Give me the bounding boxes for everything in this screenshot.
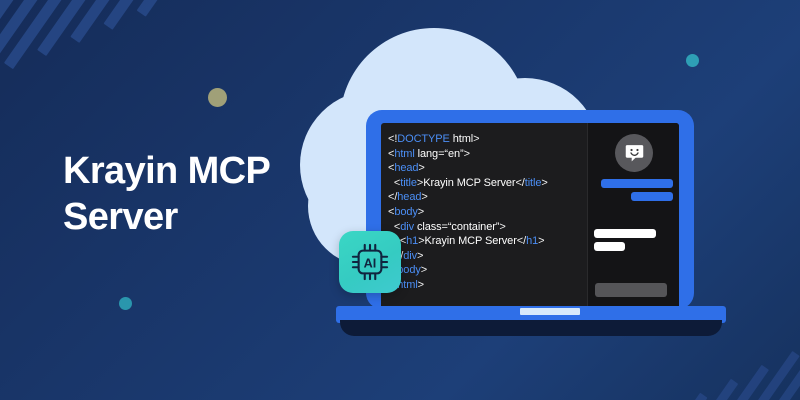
code-line: </div> bbox=[388, 249, 587, 264]
code-token: > bbox=[463, 147, 470, 160]
page-title: Krayin MCP Server bbox=[63, 150, 270, 238]
code-token: > bbox=[417, 278, 424, 291]
code-token: > bbox=[418, 162, 425, 175]
code-token: </ bbox=[388, 191, 398, 204]
code-line: <!DOCTYPE html> bbox=[388, 132, 587, 147]
code-token: html bbox=[397, 278, 418, 291]
code-token: > bbox=[416, 176, 424, 189]
code-token: </ bbox=[515, 176, 525, 189]
code-token: lang=“en” bbox=[414, 147, 464, 160]
code-token: body bbox=[397, 264, 421, 277]
laptop-frame: <!DOCTYPE html><html lang=“en”><head> <t… bbox=[368, 112, 692, 307]
code-token: < bbox=[399, 235, 407, 248]
code-token: > bbox=[473, 133, 480, 145]
code-line: </body> bbox=[388, 263, 587, 278]
code-line: <head> bbox=[388, 161, 587, 176]
code-token: < bbox=[388, 205, 395, 218]
teal-dot-top-right bbox=[686, 54, 699, 67]
chat-message-incoming bbox=[594, 242, 625, 251]
code-token: head bbox=[397, 191, 422, 204]
code-token: < bbox=[388, 147, 395, 160]
chat-smiley-icon bbox=[615, 134, 653, 172]
teal-dot-left bbox=[119, 297, 132, 310]
code-token: div bbox=[403, 249, 417, 262]
code-token: html bbox=[449, 133, 474, 145]
code-editor: <!DOCTYPE html><html lang=“en”><head> <t… bbox=[381, 123, 587, 307]
ai-chip-icon: AI bbox=[339, 231, 401, 293]
code-token: > bbox=[420, 264, 428, 277]
code-line: <html lang=“en”> bbox=[388, 147, 587, 162]
laptop-base-shadow bbox=[340, 320, 722, 336]
ai-badge-label: AI bbox=[364, 257, 377, 271]
chat-panel bbox=[587, 123, 679, 307]
code-token: > bbox=[499, 220, 506, 233]
khaki-dot bbox=[208, 88, 227, 107]
code-line: <div class=“container”> bbox=[388, 220, 587, 235]
code-token: class=“container” bbox=[414, 220, 500, 233]
code-line: <h1>Krayin MCP Server</h1> bbox=[388, 234, 587, 249]
code-line: <body> bbox=[388, 205, 587, 220]
code-token: h1 bbox=[406, 235, 419, 248]
code-line: </html> bbox=[388, 278, 587, 293]
code-token: h1 bbox=[526, 235, 539, 248]
code-line: <title>Krayin MCP Server</title> bbox=[388, 176, 587, 191]
code-token: Krayin MCP Server bbox=[424, 235, 517, 248]
code-token: > bbox=[538, 235, 545, 248]
code-token: </ bbox=[516, 235, 527, 248]
chat-message-outgoing bbox=[601, 179, 673, 188]
code-token: head bbox=[394, 162, 419, 175]
chat-input-bar[interactable] bbox=[595, 283, 667, 297]
code-token: <! bbox=[388, 133, 398, 145]
laptop-screen: <!DOCTYPE html><html lang=“en”><head> <t… bbox=[381, 123, 679, 307]
code-line: </head> bbox=[388, 190, 587, 205]
code-token: title bbox=[400, 176, 417, 189]
code-token: < bbox=[388, 162, 395, 175]
code-token: < bbox=[388, 176, 401, 189]
laptop-illustration: <!DOCTYPE html><html lang=“en”><head> <t… bbox=[336, 112, 726, 347]
code-token: > bbox=[421, 191, 428, 204]
code-token: > bbox=[416, 249, 424, 262]
code-token: body bbox=[394, 205, 418, 218]
code-token: div bbox=[400, 220, 415, 233]
code-token: html bbox=[394, 147, 415, 160]
code-token: title bbox=[524, 176, 542, 189]
chat-message-incoming bbox=[594, 229, 656, 238]
code-token: Krayin MCP Server bbox=[423, 176, 516, 189]
code-token: > bbox=[417, 205, 425, 218]
laptop-trackpad-notch bbox=[520, 308, 580, 315]
code-token: < bbox=[388, 220, 401, 233]
code-token: > bbox=[541, 176, 548, 189]
chat-message-outgoing bbox=[631, 192, 673, 201]
code-token: DOCTYPE bbox=[397, 133, 450, 145]
code-token: > bbox=[418, 235, 425, 248]
